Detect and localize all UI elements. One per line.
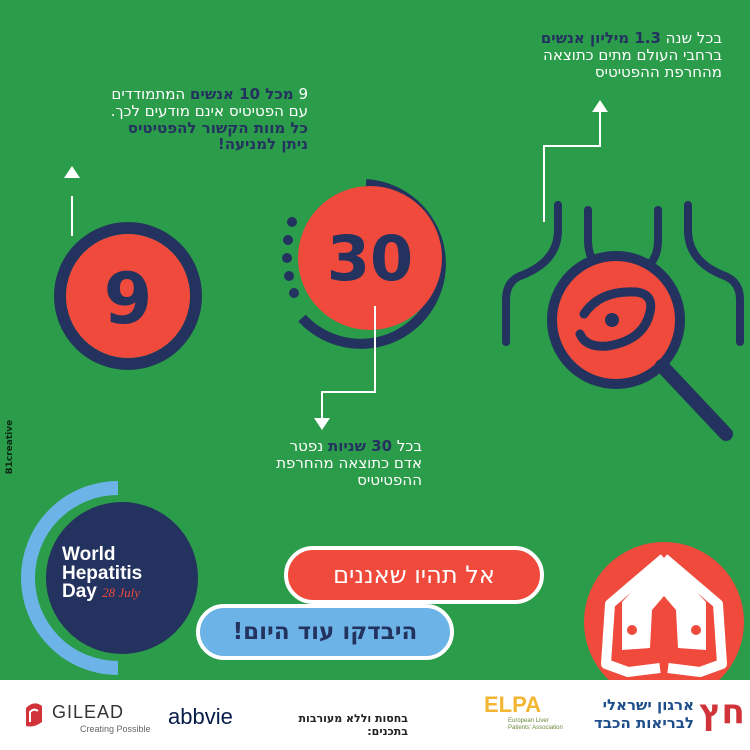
org-name: ארגון ישראלי לבריאות הכבד — [594, 696, 694, 732]
gilead-logo-icon — [26, 703, 42, 727]
pill-get-tested-today: היבדקו עוד היום! — [196, 604, 454, 660]
arrow-up-icon — [64, 166, 80, 178]
abbvie-logo: abbvie — [168, 704, 233, 729]
arrow-up-icon — [592, 100, 608, 112]
stat-number-thirty: 30 — [326, 222, 414, 295]
magnifier-liver-icon — [502, 100, 744, 441]
circle-thirty — [282, 179, 446, 430]
badge-text: World Hepatitis Day 28 July — [62, 544, 143, 603]
stat-left-text: 9 מכל 10 אנשים המתמודדים עם הפטיטיס אינם… — [110, 85, 308, 154]
hands-icon — [584, 542, 744, 680]
pill-dont-be-complacent: אל תהיו שאננים — [284, 546, 544, 604]
sponsor-disclaimer: בחסות וללא מעורבות בתכנים: — [298, 712, 408, 738]
sponsor-footer: GILEAD Creating Possible abbvie בחסות ול… — [0, 680, 750, 750]
stat-number-nine: 9 — [103, 258, 153, 340]
elpa-subtitle: European Liver Patients' Association — [508, 718, 563, 731]
org-logo-mark: חץ — [699, 692, 745, 732]
gilead-tagline: Creating Possible — [80, 724, 151, 734]
designer-credit: B1creative — [5, 419, 15, 475]
stat-center-text: בכל 30 שניות נפטר אדם כתוצאה מהחרפת ההפט… — [276, 437, 422, 489]
gilead-logo: GILEAD — [52, 702, 125, 722]
circle-nine — [54, 166, 202, 370]
illustration — [21, 100, 744, 680]
stat-right-text: בכל שנה 1.3 מיליון אנשים ברחבי העולם מתי… — [540, 29, 722, 81]
elpa-logo: ELPA — [484, 692, 542, 717]
world-hepatitis-day-badge — [21, 481, 198, 675]
arrow-down-icon — [314, 418, 330, 430]
